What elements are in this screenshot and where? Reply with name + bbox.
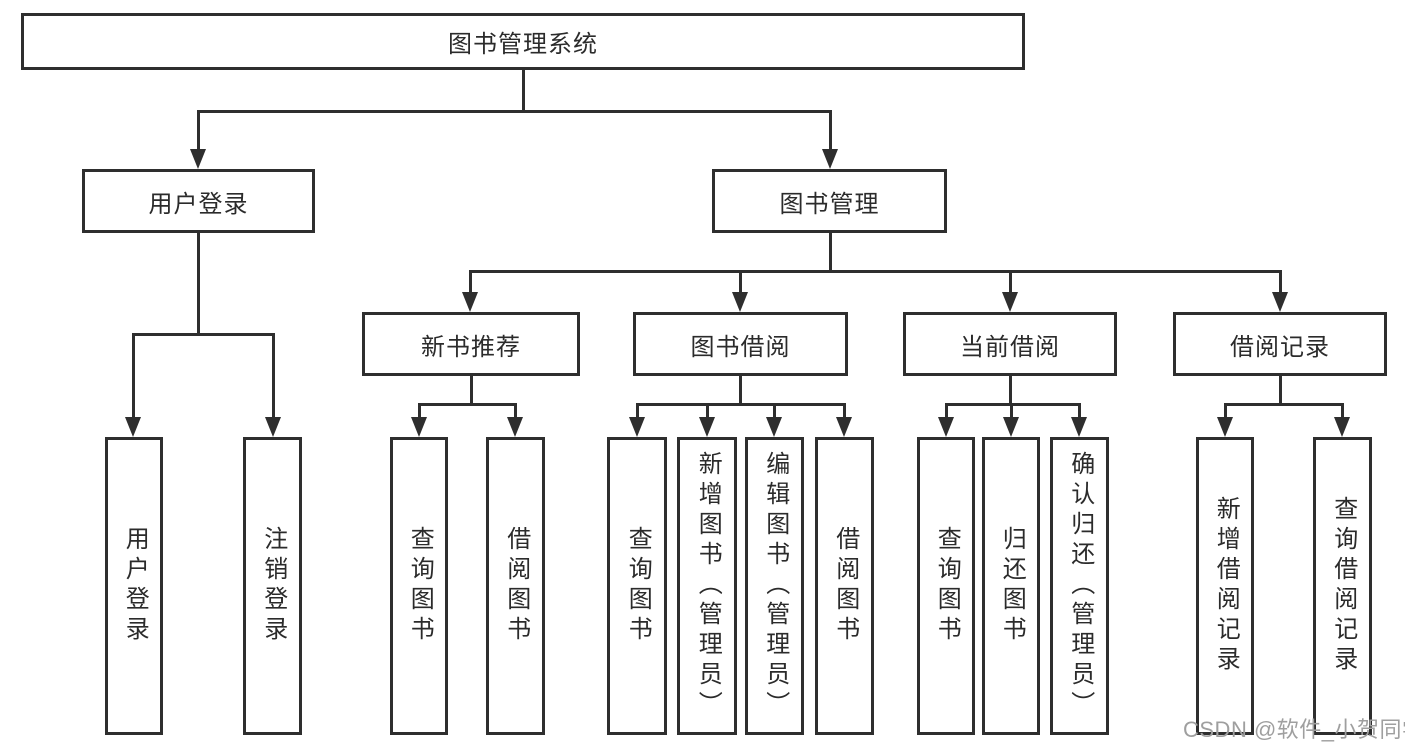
arrow-down-icon (732, 270, 748, 312)
leaf-label: 查询图书 (624, 526, 652, 646)
arrow-down-icon (1003, 403, 1019, 437)
node-book-borrow: 图书借阅 (633, 312, 848, 376)
node-label: 图书借阅 (690, 333, 791, 361)
leaf-label: 新增借阅记录 (1212, 496, 1240, 676)
arrow-down-icon (507, 403, 523, 437)
leaf-label: 查询图书 (406, 526, 434, 646)
connector-vline (1008, 376, 1012, 406)
leaf-label: 借阅图书 (502, 526, 530, 646)
leaf-logout: 注销登录 (243, 437, 302, 735)
leaf-edit-book-admin: 编辑图书（管理员） (745, 437, 804, 735)
node-label: 新书推荐 (421, 333, 521, 361)
leaf-borrow-books: 借阅图书 (815, 437, 874, 735)
node-label: 用户登录 (148, 190, 249, 218)
leaf-label: 归还图书 (998, 526, 1026, 646)
leaf-add-borrow-record: 新增借阅记录 (1196, 437, 1254, 735)
node-new-book-recommend: 新书推荐 (362, 312, 580, 376)
arrow-down-icon (836, 403, 852, 437)
node-current-borrow: 当前借阅 (903, 312, 1117, 376)
leaf-label: 借阅图书 (831, 526, 859, 646)
connector-hline (944, 403, 1081, 406)
leaf-confirm-return-admin: 确认归还（管理员） (1050, 437, 1109, 735)
connector-hline (635, 403, 846, 406)
connector-vline (1278, 376, 1282, 406)
connector-hline (1223, 403, 1344, 406)
leaf-label: 注销登录 (259, 526, 287, 646)
connector-vline (521, 70, 525, 112)
node-library-management-system: 图书管理系统 (21, 13, 1025, 70)
leaf-label: 查询借阅记录 (1329, 496, 1357, 676)
arrow-down-icon (629, 403, 645, 437)
arrow-down-icon (1272, 270, 1288, 312)
node-book-management: 图书管理 (712, 169, 947, 233)
arrow-down-icon (1217, 403, 1233, 437)
csdn-watermark: CSDN @软件_小贺同学 (1183, 717, 1405, 742)
arrow-down-icon (1071, 403, 1087, 437)
node-user-login: 用户登录 (82, 169, 315, 233)
leaf-label: 查询图书 (933, 526, 961, 646)
connector-hline (417, 403, 517, 406)
arrow-down-icon (699, 403, 715, 437)
connector-vline (469, 376, 473, 406)
arrow-down-icon (1002, 270, 1018, 312)
arrow-down-icon (265, 333, 281, 437)
leaf-borrow-books: 借阅图书 (486, 437, 545, 735)
leaf-user-login: 用户登录 (105, 437, 163, 735)
leaf-query-borrow-record: 查询借阅记录 (1313, 437, 1372, 735)
connector-vline (196, 233, 200, 336)
leaf-return-book: 归还图书 (982, 437, 1040, 735)
node-label: 图书管理系统 (448, 31, 598, 58)
node-borrow-records: 借阅记录 (1173, 312, 1387, 376)
arrow-down-icon (411, 403, 427, 437)
leaf-add-book-admin: 新增图书（管理员） (677, 437, 737, 735)
leaf-query-books: 查询图书 (607, 437, 667, 735)
arrow-down-icon (190, 110, 206, 169)
connector-hline (196, 110, 832, 113)
leaf-label: 编辑图书（管理员） (761, 451, 789, 721)
arrow-down-icon (1334, 403, 1350, 437)
arrow-down-icon (462, 270, 478, 312)
arrow-down-icon (938, 403, 954, 437)
leaf-label: 新增图书（管理员） (694, 451, 722, 721)
arrow-down-icon (766, 403, 782, 437)
leaf-label: 确认归还（管理员） (1066, 451, 1094, 721)
leaf-label: 用户登录 (121, 526, 149, 646)
connector-vline (738, 376, 742, 406)
node-label: 图书管理 (779, 190, 880, 218)
leaf-query-books: 查询图书 (390, 437, 448, 735)
node-label: 当前借阅 (960, 333, 1060, 361)
arrow-down-icon (125, 333, 141, 437)
arrow-down-icon (822, 110, 838, 169)
connector-hline (468, 270, 1282, 273)
connector-hline (131, 333, 275, 336)
node-label: 借阅记录 (1230, 333, 1330, 361)
leaf-query-books: 查询图书 (917, 437, 975, 735)
connector-vline (828, 233, 832, 273)
